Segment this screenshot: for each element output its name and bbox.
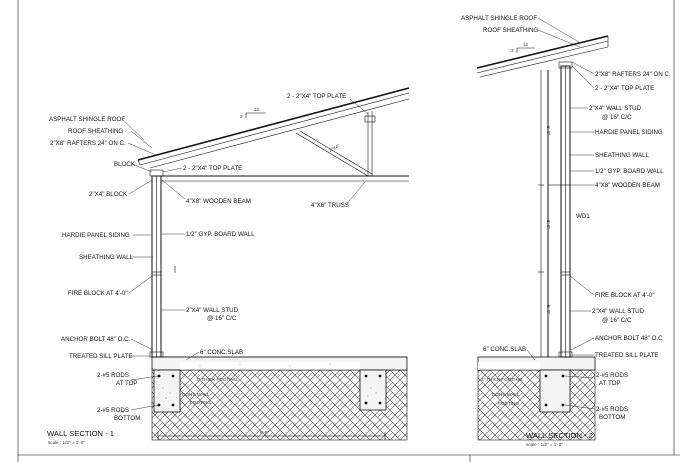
dimension-2a: 5'-0"	[546, 126, 551, 136]
label-window-2: WD1	[576, 213, 590, 220]
label-rods-bot-2b: BOTTOM	[599, 414, 625, 421]
label-rods-top-1b: AT TOP	[116, 380, 138, 387]
scale-section-1: scale : 1/2" = 1'-0"	[48, 440, 85, 445]
slope-run-2: 12	[523, 42, 529, 47]
label-anchor-2: ANCHOR BOLT 48" O.C	[595, 335, 663, 342]
label-footing-2a: 1" THICK FOOTING	[481, 377, 523, 382]
truss-1	[295, 111, 376, 177]
sheet-frame	[17, 0, 680, 462]
label-beam-1: 4"X8" WOODEN BEAM	[186, 198, 251, 205]
rebar-1	[157, 374, 382, 407]
label-sill-2: TREATED SILL PLATE	[595, 352, 659, 359]
roof-line-2	[476, 35, 609, 69]
slope-rise-1: 3	[240, 114, 243, 119]
label-footing-1b: CONT. WALL	[182, 392, 210, 397]
label-footing-2b: CONT. WALL	[492, 392, 520, 397]
label-rods-bot-1b: BOTTOM	[114, 415, 140, 422]
label-footing-1a: 1" THICK FOOTING	[196, 377, 238, 382]
label-rods-top-2a: 2-#5 RODS	[596, 372, 628, 379]
label-rods-top-1a: 2-#5 RODS	[97, 372, 129, 379]
label-sill-1: TREATED SILL PLATE	[69, 353, 133, 360]
label-fire-block-1: FIRE BLOCK AT 4'-0"	[68, 290, 128, 297]
footing-1b	[359, 369, 387, 411]
label-sheathing-wall-1: SHEATHING WALL	[79, 254, 134, 261]
slope-rise-2: 3	[511, 48, 514, 53]
label-truss-1: 4"X6" TRUSS	[311, 202, 349, 209]
label-stud2-2b: @ 16" C/C	[602, 317, 632, 324]
label-gyp-1: 1/2" GYP. BOARD WALL	[186, 231, 255, 238]
footing-2a	[539, 369, 571, 413]
wall-section-2: 12 3 5'-0" 5'-0" 5'-0" WD1 ASPHALT SHING…	[461, 15, 671, 447]
label-top-plate-1: 2 - 2"X4" TOP PLATE	[183, 165, 242, 172]
label-footing-1c: FOOTING	[190, 400, 211, 405]
label-sheathing-wall-2: SHEATHING WALL	[595, 152, 650, 159]
label-stud-1b: @ 16" C/C	[207, 315, 237, 322]
label-rafters-1: 2"X8" RAFTERS 24" ON C.	[50, 140, 126, 147]
label-rods-bot-1a: 2-#5 RODS	[97, 407, 129, 414]
title-section-2: WALL SECTION - 2	[526, 431, 593, 440]
label-hardie-2: HARDIE PANEL SIDING	[595, 129, 663, 136]
label-stud2-2a: 2"X4" WALL STUD	[592, 308, 645, 315]
label-asphalt-2: ASPHALT SHINGLE ROOF	[461, 15, 537, 22]
scale-section-2: scale : 1/2" = 1'-0"	[526, 442, 563, 447]
label-roof-sheathing-1: ROOF SHEATHING	[68, 128, 123, 135]
wall-section-1: 12 3 8'-6" ASPHALT SHINGLE ROOF ROOF SHE…	[47, 87, 410, 445]
label-rods-top-2b: AT TOP	[599, 380, 621, 387]
dimension-2c: 5'-0"	[546, 305, 551, 315]
label-rafters-2: 2"X8" RAFTERS 24" ON C.	[595, 71, 671, 78]
label-block-1: BLOCK	[114, 161, 136, 168]
label-hardie-1: HARDIE PANEL SIDING	[62, 232, 130, 239]
label-block-2x4-1: 2"X4" BLOCK	[89, 191, 128, 198]
label-slab-2: 6" CONC.SLAB	[483, 346, 526, 353]
label-anchor-1: ANCHOR BOLT 48" O.C.	[61, 336, 131, 343]
roof-line-1	[137, 87, 410, 161]
earth-hatch-2	[477, 369, 596, 441]
label-stud-2a: 2"X4" WALL STUD	[589, 105, 642, 112]
top-block-1	[149, 169, 164, 177]
label-rods-bot-2a: 2-#5 RODS	[596, 406, 628, 413]
label-asphalt-1: ASPHALT SHINGLE ROOF	[49, 116, 125, 123]
label-beam-2: 4"X8" WOODEN BEAM	[595, 182, 660, 189]
label-stud-2b: @ 16" C/C	[602, 114, 632, 121]
label-stud-1a: 2"X4" WALL STUD	[186, 307, 239, 314]
label-gyp-2: 1/2" GYP. BOARD WALL	[595, 168, 664, 175]
title-section-1: WALL SECTION - 1	[47, 429, 114, 438]
label-slab-1: 6" CONC.SLAB	[200, 349, 243, 356]
label-top-plate-upper-1: 2 - 2"X4" TOP PLATE	[287, 93, 346, 100]
label-top-plate-2: 2 - 2"X4" TOP PLATE	[595, 85, 654, 92]
dimension-1: 8'-6"	[260, 430, 270, 435]
dimension-2b: 5'-0"	[546, 220, 551, 230]
label-fire-block-2: FIRE BLOCK AT 4'-0"	[595, 292, 655, 299]
label-roof-sheathing-2: ROOF SHEATHING	[483, 27, 538, 34]
label-truss-web-1: 2"X4"	[328, 143, 341, 153]
slope-run-1: 12	[254, 107, 260, 112]
label-footing-2c: FOOTING	[498, 401, 519, 406]
sill-plate-1	[149, 351, 164, 358]
